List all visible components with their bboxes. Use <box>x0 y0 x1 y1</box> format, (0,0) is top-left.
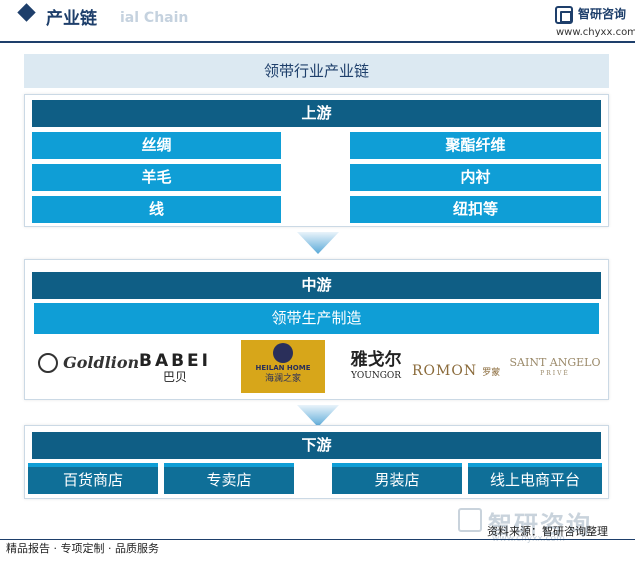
romon-logo: ROMON 罗蒙 <box>412 363 501 379</box>
arrow-down-icon <box>297 405 339 427</box>
upstream-item-thread: 线 <box>32 196 281 223</box>
footer-watermark-logo-icon <box>458 508 482 532</box>
upstream-header: 上游 <box>32 100 601 127</box>
babei-logo: BABEI 巴贝 <box>138 351 211 384</box>
downstream-item-department-store: 百货商店 <box>28 463 158 494</box>
upstream-item-silk: 丝绸 <box>32 132 281 159</box>
arrow-down-icon <box>297 232 339 254</box>
downstream-item-menswear-store: 男装店 <box>332 463 462 494</box>
header-subtitle-watermark: ial Chain <box>120 10 189 26</box>
upstream-item-polyester: 聚酯纤维 <box>350 132 601 159</box>
footer-tagline: 精品报告 · 专项定制 · 品质服务 <box>6 542 159 555</box>
midstream-process: 领带生产制造 <box>34 303 599 334</box>
goldlion-logo: Goldlion <box>38 352 139 384</box>
header-diamond-icon <box>17 3 36 22</box>
upstream-item-lining: 内衬 <box>350 164 601 191</box>
footer-divider <box>0 539 635 540</box>
brand-name: 智研咨询 <box>578 7 627 21</box>
brand-url: www.chyxx.com <box>556 27 635 38</box>
footer-watermark: 智研咨询 <box>488 511 592 539</box>
header-divider <box>0 41 635 43</box>
downstream-item-ecommerce: 线上电商平台 <box>468 463 602 494</box>
youngor-logo: 雅戈尔 YOUNGOR <box>350 350 402 381</box>
downstream-header: 下游 <box>32 432 601 459</box>
midstream-header: 中游 <box>32 272 601 299</box>
diagram-title: 领带行业产业链 <box>24 54 609 88</box>
footer-source: 资料来源：智研咨询整理 <box>487 525 608 538</box>
goldlion-mark-icon <box>38 352 58 373</box>
saint-angelo-logo: SAINT ANGELO PRIVÉ <box>509 356 601 377</box>
heilan-ship-icon <box>273 343 293 363</box>
upstream-item-wool: 羊毛 <box>32 164 281 191</box>
brand-logo-icon <box>555 6 573 24</box>
downstream-item-specialty-store: 专卖店 <box>164 463 294 494</box>
heilan-home-logo: HEILAN HOME 海澜之家 <box>241 340 325 393</box>
upstream-item-buttons: 纽扣等 <box>350 196 601 223</box>
page-title: 产业链 <box>46 9 97 29</box>
